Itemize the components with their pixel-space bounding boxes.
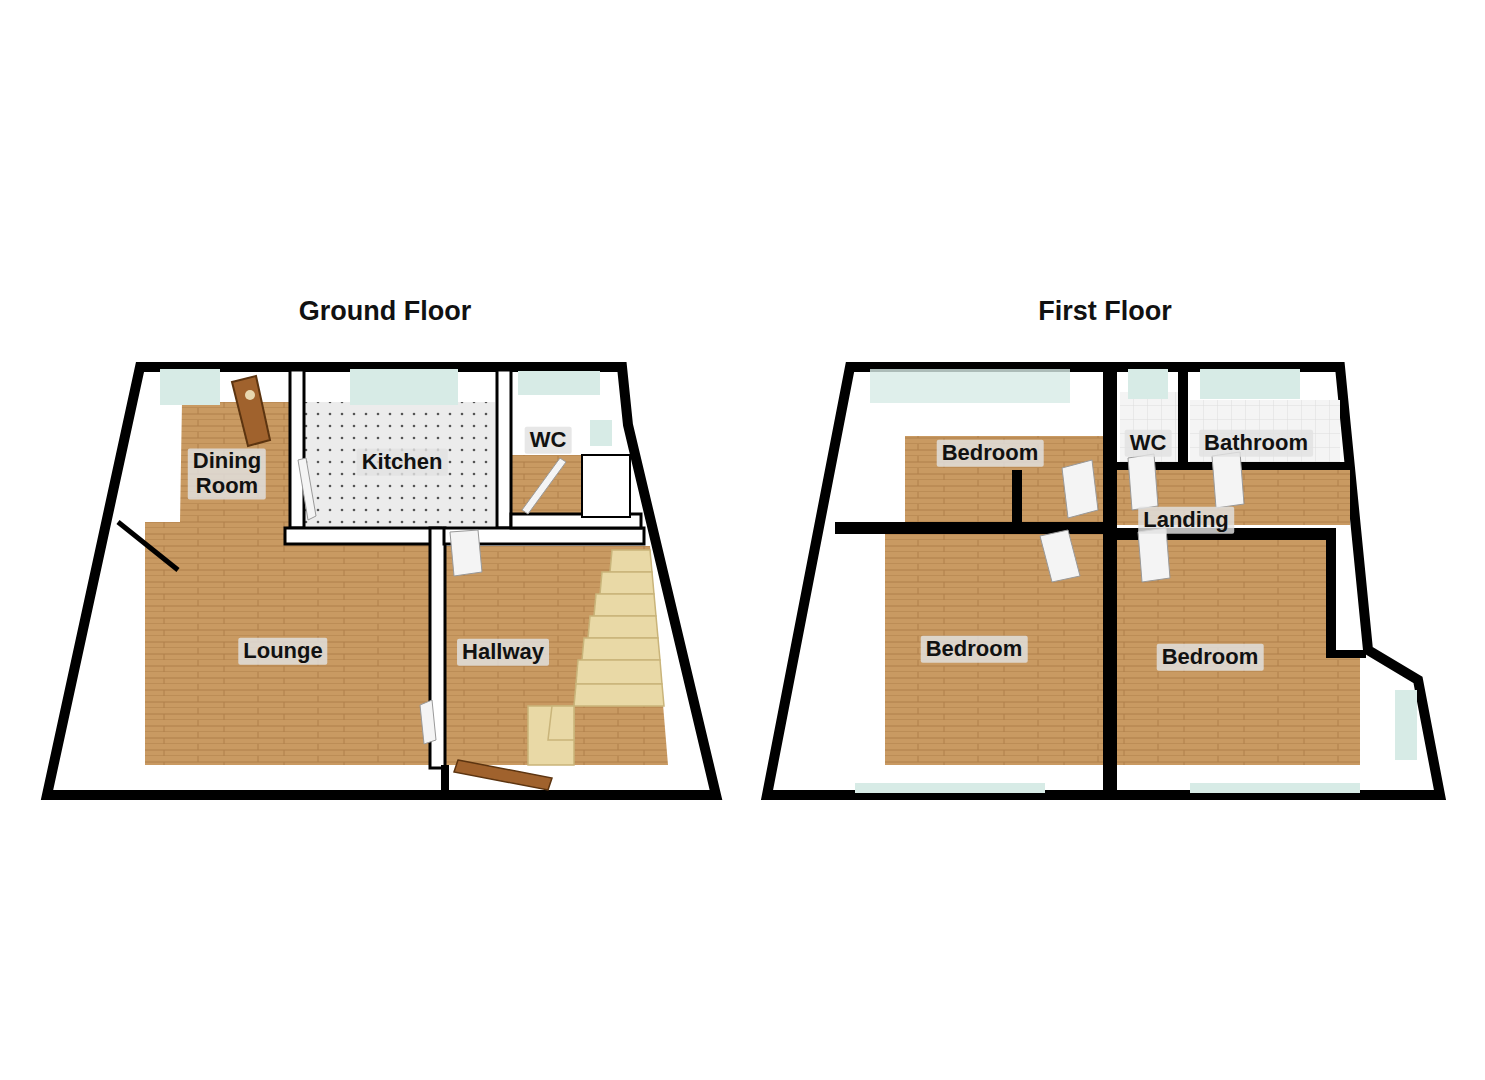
room-label-box: Lounge <box>238 638 327 665</box>
room-name: Bedroom <box>942 441 1039 466</box>
room-name: Landing <box>1143 508 1229 533</box>
floor-outline: First FloorBedroomWCBathroomLandingBedro… <box>760 290 1450 805</box>
floor-heading: Ground Floor <box>45 296 725 327</box>
room-name: Lounge <box>243 639 322 664</box>
room-label-box: Bedroom <box>1157 644 1264 671</box>
room-label-box: WC <box>525 427 572 454</box>
room-label-box: Landing <box>1138 507 1234 534</box>
room-name: Bathroom <box>1204 431 1308 456</box>
floor-heading: First Floor <box>760 296 1450 327</box>
room-name: Bedroom <box>926 637 1023 662</box>
room-label-box: WC <box>1125 430 1172 457</box>
room-name: Hallway <box>462 640 544 665</box>
room-name: Dining Room <box>193 449 261 498</box>
floor-outline: Ground FloorDining Room Kitchen WC Lounge Ha… <box>45 290 725 805</box>
room-name: Bedroom <box>1162 645 1259 670</box>
room-label-box: Bathroom <box>1199 430 1313 457</box>
room-label-box: Hallway <box>457 639 549 666</box>
first-floor-plan <box>767 367 1440 795</box>
room-name: WC <box>1130 431 1167 456</box>
room-label-box: Bedroom <box>937 440 1044 467</box>
room-label-box: Kitchen <box>357 449 448 476</box>
room-label-box: Bedroom <box>921 636 1028 663</box>
ground-floor-plan <box>47 367 716 795</box>
room-name: WC <box>530 428 567 453</box>
room-name: Kitchen <box>362 450 443 475</box>
room-label-box: Dining Room <box>188 448 266 499</box>
